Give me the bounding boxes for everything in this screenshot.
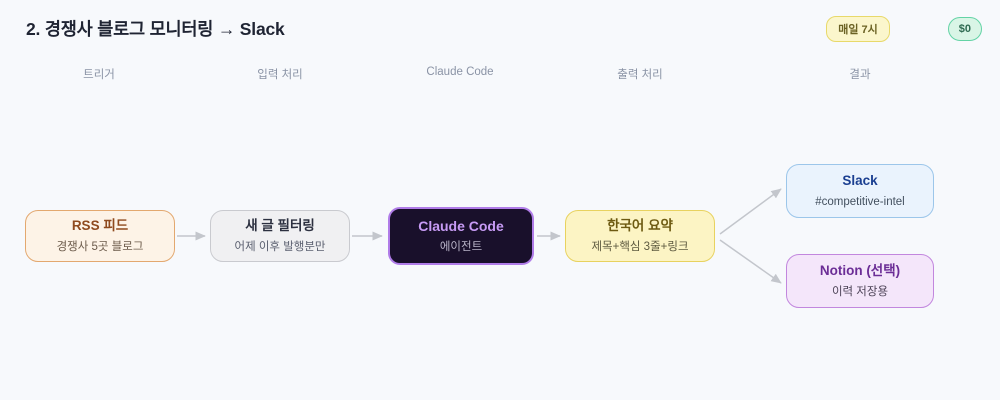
header-badge-group: 매일 7시 $0 — [826, 16, 982, 42]
flow-node-korean-summary[interactable]: 한국어 요약 제목+핵심 3줄+링크 — [565, 210, 715, 262]
node-subtitle: 어제 이후 발행분만 — [234, 240, 326, 253]
page-title: 2. 경쟁사 블로그 모니터링 → Slack — [26, 19, 285, 39]
flow-node-slack-output[interactable]: Slack #competitive-intel — [786, 164, 934, 218]
node-subtitle: #competitive-intel — [815, 195, 905, 208]
flow-node-notion-output[interactable]: Notion (선택) 이력 저장용 — [786, 254, 934, 308]
column-label-output-processing: 출력 처리 — [617, 69, 663, 81]
flow-node-rss-feed[interactable]: RSS 피드 경쟁사 5곳 블로그 — [25, 210, 175, 262]
status-badge-schedule: 매일 7시 — [826, 16, 890, 42]
column-label-input-processing: 입력 처리 — [257, 69, 303, 81]
status-badge-cost: $0 — [947, 17, 982, 41]
edge-summary-to-slack — [719, 188, 782, 235]
flow-node-new-post-filter[interactable]: 새 글 필터링 어제 이후 발행분만 — [210, 210, 350, 262]
column-label-row: 트리거 입력 처리 Claude Code 출력 처리 결과 — [0, 66, 1000, 86]
column-label-trigger: 트리거 — [83, 69, 115, 81]
node-title: Notion (선택) — [819, 262, 901, 278]
page-header: 2. 경쟁사 블로그 모니터링 → Slack 매일 7시 $0 — [0, 0, 1000, 56]
edge-summary-to-notion — [719, 239, 782, 284]
node-title: 새 글 필터링 — [245, 217, 315, 233]
column-label-claude-code: Claude Code — [426, 66, 494, 78]
node-title: 한국어 요약 — [607, 217, 673, 233]
node-subtitle: 에이전트 — [439, 241, 483, 254]
node-subtitle: 경쟁사 5곳 블로그 — [56, 240, 144, 253]
node-subtitle: 제목+핵심 3줄+링크 — [591, 240, 689, 253]
column-label-result: 결과 — [849, 69, 871, 81]
flow-node-claude-code-agent[interactable]: Claude Code 에이전트 — [388, 207, 534, 265]
node-title: Claude Code — [418, 217, 504, 234]
node-title: Slack — [842, 172, 878, 188]
node-subtitle: 이력 저장용 — [831, 285, 889, 298]
node-title: RSS 피드 — [71, 217, 129, 233]
